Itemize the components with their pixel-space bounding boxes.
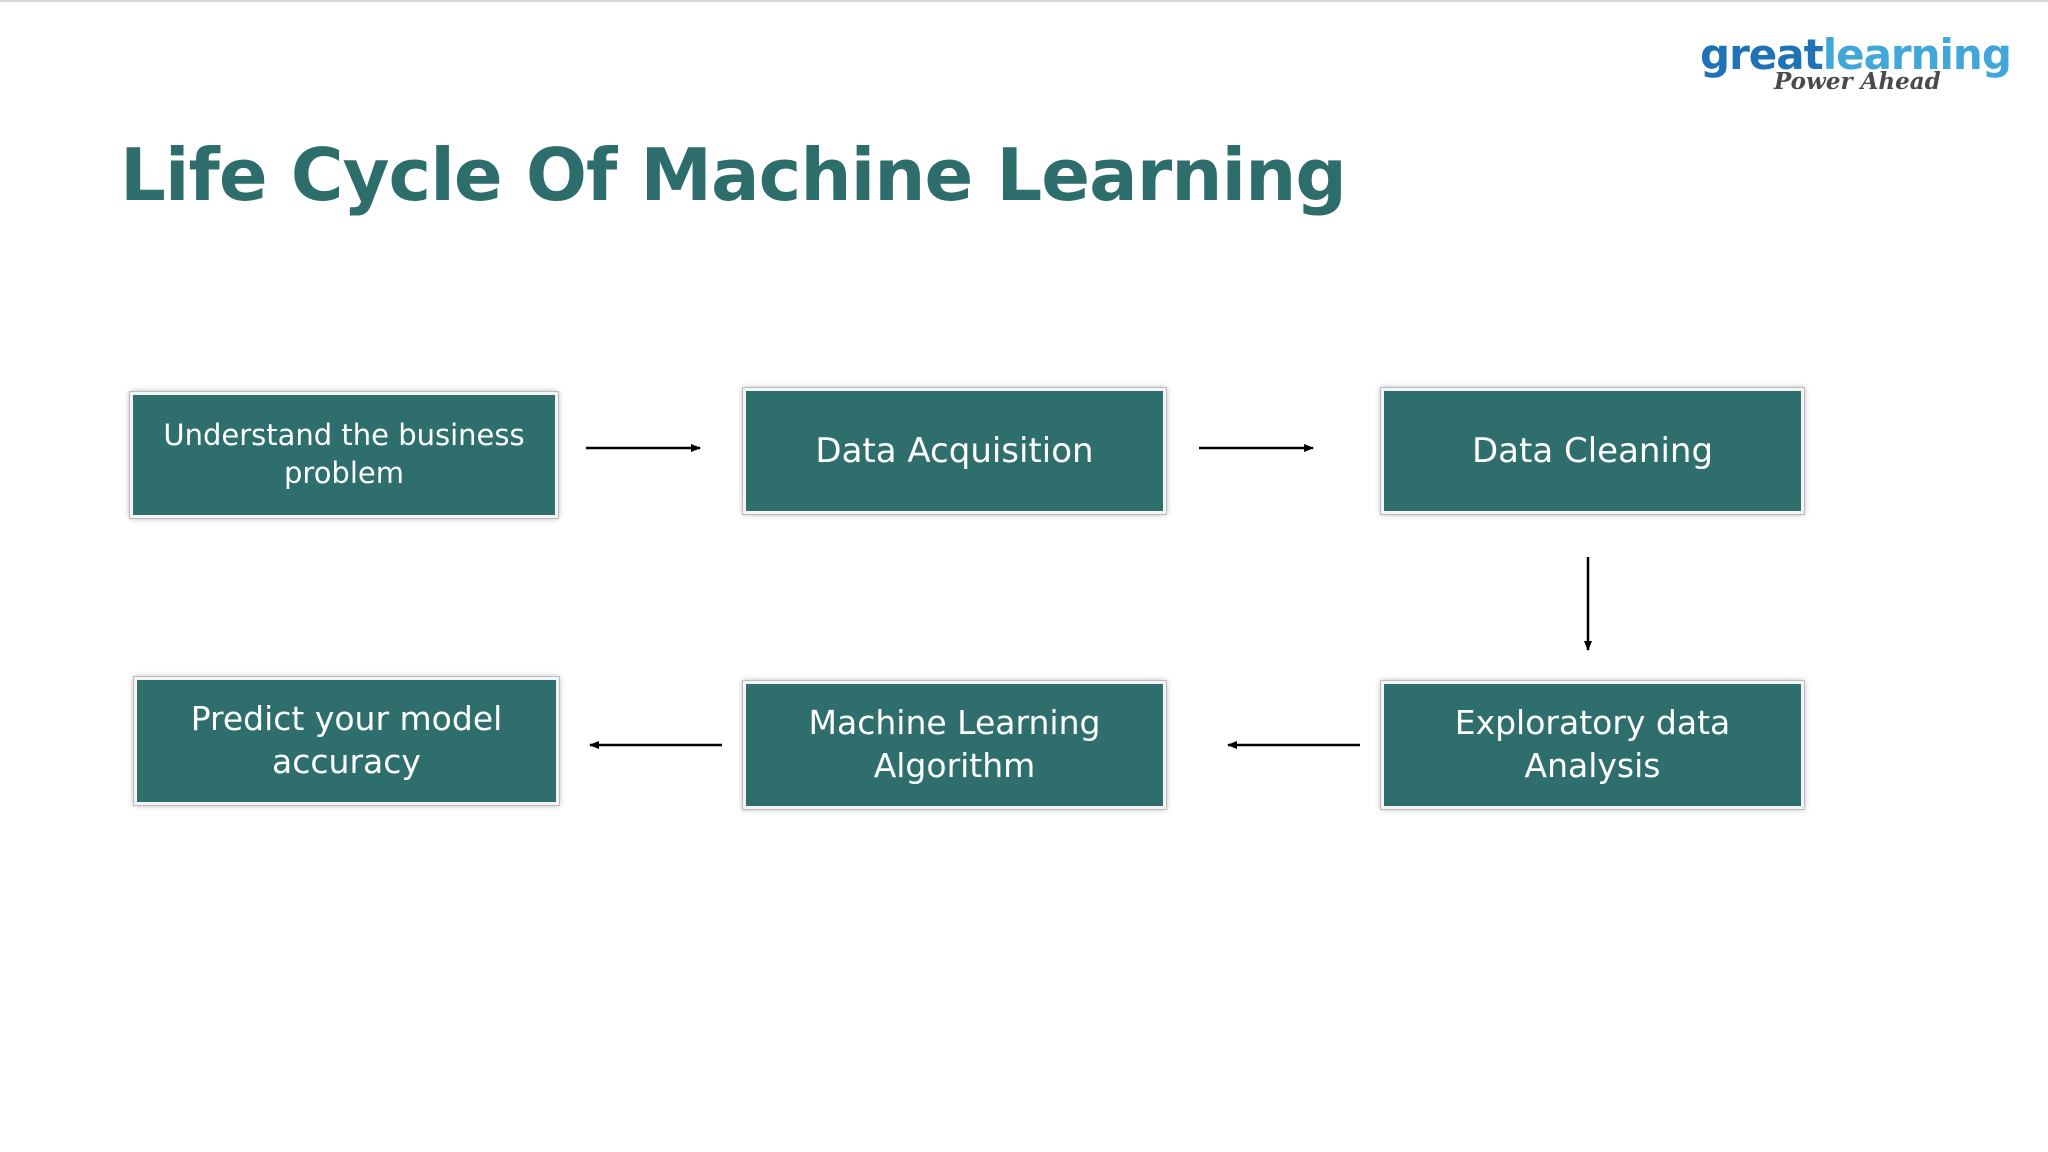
step-data-acquisition: Data Acquisition <box>742 387 1167 515</box>
step-understand-business-problem: Understand the business problem <box>129 391 559 519</box>
slide-title: Life Cycle Of Machine Learning <box>120 133 1347 217</box>
logo-wordmark: greatlearning <box>1700 30 2012 80</box>
logo-word-great: great <box>1700 30 1824 79</box>
logo-tagline: Power Ahead <box>1774 68 1941 95</box>
logo-word-learning: learning <box>1822 30 2012 79</box>
step-machine-learning-algorithm: Machine Learning Algorithm <box>742 680 1167 810</box>
step-exploratory-data-analysis: Exploratory data Analysis <box>1380 680 1805 810</box>
step-data-cleaning: Data Cleaning <box>1380 387 1805 515</box>
step-predict-model-accuracy: Predict your model accuracy <box>133 676 560 806</box>
top-divider <box>0 0 2048 2</box>
greatlearning-logo: greatlearning Power Ahead <box>1690 30 2012 100</box>
